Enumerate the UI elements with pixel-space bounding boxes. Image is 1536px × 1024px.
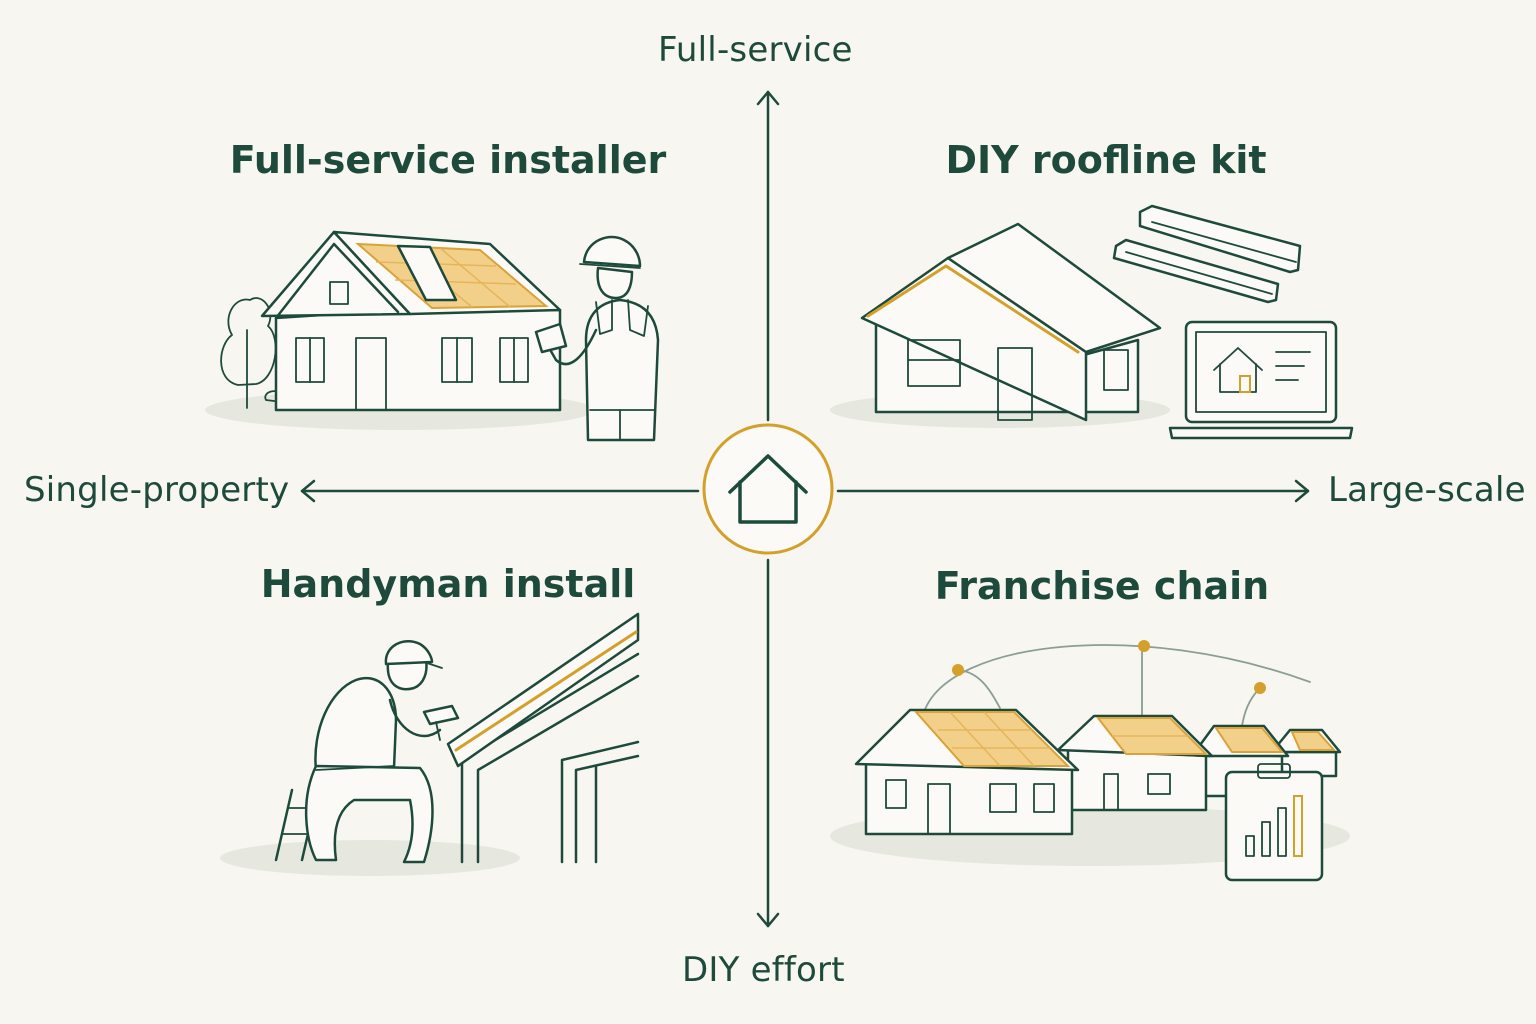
franchise-chain-illustration (830, 640, 1350, 882)
handyman-worker-icon (304, 639, 460, 864)
vertical-axis (756, 90, 780, 928)
axis-label-right: Large-scale (1328, 470, 1526, 510)
full-service-installer-illustration (205, 230, 660, 442)
quadrant-title-diy-roofline-kit: DIY roofline kit (945, 138, 1267, 182)
laptop-icon (1168, 320, 1354, 440)
horizontal-axis (300, 479, 1310, 503)
axis-label-left: Single-property (24, 470, 290, 510)
diy-roofline-kit-illustration (830, 204, 1354, 440)
axis-label-top: Full-service (658, 30, 853, 70)
network-node-dot (952, 664, 964, 676)
solar-panel-icon (355, 242, 549, 310)
network-node-dot (1138, 640, 1150, 652)
quadrant-title-handyman-install: Handyman install (260, 562, 636, 606)
clipboard-chart-icon (1224, 763, 1324, 882)
gutter-icon (1112, 204, 1302, 304)
quadrant-title-franchise-chain: Franchise chain (934, 564, 1270, 608)
center-house-icon (702, 423, 834, 555)
network-node-dot (1254, 682, 1266, 694)
installer-worker-icon (534, 235, 660, 442)
handyman-install-illustration (220, 612, 640, 876)
quadrant-title-full-service-installer: Full-service installer (229, 138, 667, 182)
axis-label-bottom: DIY effort (682, 950, 845, 990)
